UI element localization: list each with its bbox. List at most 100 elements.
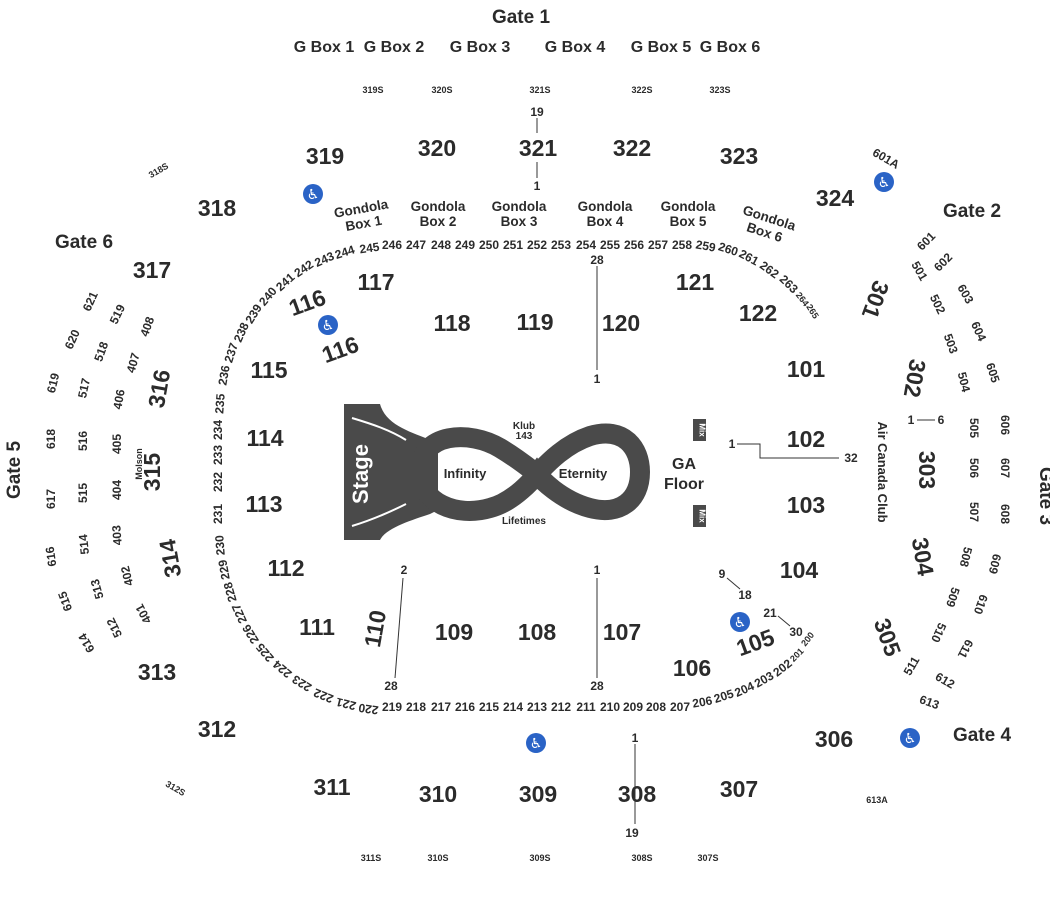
section-311[interactable]: 311 — [313, 774, 350, 800]
sec-234[interactable]: 234 — [211, 420, 225, 440]
sec-250[interactable]: 250 — [479, 238, 499, 252]
section-302[interactable]: 302 — [899, 357, 931, 399]
sec-228[interactable]: 228 — [221, 580, 240, 603]
section-107[interactable]: 107 — [603, 619, 641, 645]
section-104[interactable]: 104 — [780, 557, 819, 583]
sec-621[interactable]: 621 — [80, 289, 101, 313]
sec-262[interactable]: 262 — [757, 258, 782, 281]
ga-floor-label-2[interactable]: Floor — [664, 476, 704, 493]
section-323[interactable]: 323 — [720, 143, 758, 169]
sec-604[interactable]: 604 — [968, 319, 989, 343]
suite-309S[interactable]: 309S — [529, 853, 550, 863]
section-308[interactable]: 308 — [618, 781, 657, 807]
sec-213[interactable]: 213 — [527, 700, 547, 714]
section-108[interactable]: 108 — [518, 619, 557, 645]
suite-308S[interactable]: 308S — [631, 853, 652, 863]
sec-503[interactable]: 503 — [941, 332, 961, 356]
section-306[interactable]: 306 — [815, 726, 853, 752]
sec-249[interactable]: 249 — [455, 238, 475, 252]
sec-231[interactable]: 231 — [211, 504, 225, 524]
section-121[interactable]: 121 — [676, 269, 715, 295]
sec-261[interactable]: 261 — [737, 247, 762, 269]
gondola-box-6[interactable]: Gondola Box 6 — [736, 202, 798, 248]
sec-206[interactable]: 206 — [691, 693, 713, 710]
sec-242[interactable]: 242 — [292, 257, 317, 280]
sec-216[interactable]: 216 — [455, 700, 475, 714]
suite-310S[interactable]: 310S — [427, 853, 448, 863]
section-315[interactable]: 315 — [139, 453, 165, 492]
sec-612[interactable]: 612 — [933, 669, 958, 691]
sec-221[interactable]: 221 — [334, 695, 357, 714]
sec-408[interactable]: 408 — [137, 315, 157, 339]
sec-614[interactable]: 614 — [75, 631, 97, 656]
infinity-catwalk[interactable]: Infinity Eternity Klub 143 Lifetimes — [409, 421, 651, 527]
section-309[interactable]: 309 — [519, 781, 557, 807]
section-316[interactable]: 316 — [143, 367, 175, 409]
section-305[interactable]: 305 — [869, 615, 907, 660]
section-301[interactable]: 301 — [857, 277, 895, 322]
suite-323S[interactable]: 323S — [709, 85, 730, 95]
section-116a[interactable]: 116 — [285, 284, 329, 321]
sec-406[interactable]: 406 — [110, 388, 127, 410]
sec-215[interactable]: 215 — [479, 700, 499, 714]
sec-235[interactable]: 235 — [212, 393, 227, 414]
section-102[interactable]: 102 — [787, 426, 825, 452]
sec-605[interactable]: 605 — [983, 361, 1003, 385]
section-103[interactable]: 103 — [787, 492, 825, 518]
sec-227[interactable]: 227 — [229, 601, 250, 625]
section-120[interactable]: 120 — [602, 310, 640, 336]
suite-601A[interactable]: 601A — [870, 145, 902, 172]
sec-511[interactable]: 511 — [901, 654, 923, 678]
section-119[interactable]: 119 — [516, 309, 553, 335]
sec-256[interactable]: 256 — [624, 238, 644, 252]
sec-606[interactable]: 606 — [998, 415, 1012, 435]
section-317[interactable]: 317 — [133, 257, 171, 283]
sec-236[interactable]: 236 — [215, 364, 232, 386]
sec-401[interactable]: 401 — [132, 601, 154, 626]
sec-616[interactable]: 616 — [43, 545, 60, 567]
sec-258[interactable]: 258 — [672, 238, 692, 252]
section-122[interactable]: 122 — [739, 300, 777, 326]
section-303[interactable]: 303 — [914, 451, 940, 489]
gbox-6[interactable]: G Box 6 — [700, 39, 761, 56]
stage-area[interactable]: Stage — [344, 404, 438, 540]
gbox-5[interactable]: G Box 5 — [631, 39, 692, 56]
section-307[interactable]: 307 — [720, 776, 758, 802]
sec-509[interactable]: 509 — [943, 586, 963, 610]
sec-224[interactable]: 224 — [270, 657, 295, 681]
sec-513[interactable]: 513 — [88, 577, 107, 600]
sec-512[interactable]: 512 — [104, 615, 126, 639]
sec-257[interactable]: 257 — [648, 238, 668, 252]
sec-252[interactable]: 252 — [527, 238, 547, 252]
sec-260[interactable]: 260 — [717, 239, 741, 259]
sec-619[interactable]: 619 — [44, 371, 63, 394]
sec-226[interactable]: 226 — [239, 622, 262, 647]
sec-514[interactable]: 514 — [76, 533, 92, 555]
sec-247[interactable]: 247 — [406, 238, 426, 252]
sec-407[interactable]: 407 — [124, 351, 143, 374]
sec-517[interactable]: 517 — [75, 377, 93, 400]
section-319[interactable]: 319 — [306, 143, 344, 169]
sec-608[interactable]: 608 — [998, 504, 1012, 524]
suite-613A[interactable]: 613A — [866, 795, 888, 805]
section-114[interactable]: 114 — [246, 425, 283, 451]
sec-230[interactable]: 230 — [212, 534, 227, 555]
gbox-4[interactable]: G Box 4 — [545, 39, 606, 56]
sec-618[interactable]: 618 — [44, 429, 58, 449]
sec-212[interactable]: 212 — [551, 700, 571, 714]
sec-214[interactable]: 214 — [503, 700, 523, 714]
section-101[interactable]: 101 — [787, 356, 826, 382]
sec-617[interactable]: 617 — [44, 489, 58, 509]
section-109[interactable]: 109 — [435, 619, 473, 645]
gondola-box-4[interactable]: Gondola Box 4 — [578, 199, 633, 229]
section-312[interactable]: 312 — [198, 716, 236, 742]
gbox-2[interactable]: G Box 2 — [364, 39, 425, 56]
sec-254[interactable]: 254 — [576, 238, 596, 252]
suite-307S[interactable]: 307S — [697, 853, 718, 863]
sec-251[interactable]: 251 — [503, 238, 523, 252]
sec-232[interactable]: 232 — [211, 472, 225, 492]
sec-601[interactable]: 601 — [914, 229, 938, 253]
sec-245[interactable]: 245 — [359, 240, 381, 257]
mix-booth-bottom[interactable]: Mix — [693, 505, 707, 527]
sec-205[interactable]: 205 — [712, 686, 736, 706]
